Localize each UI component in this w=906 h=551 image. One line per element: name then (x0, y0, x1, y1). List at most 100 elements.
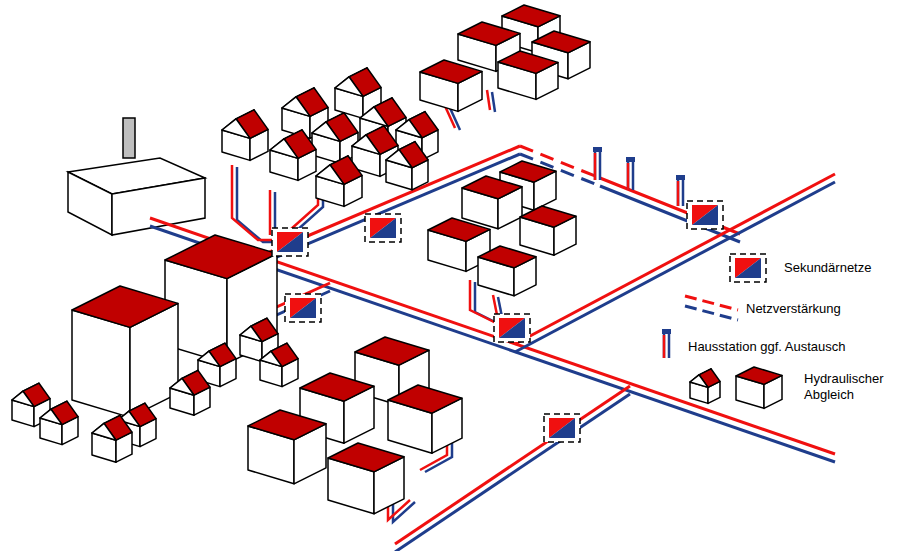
substation-cold (692, 205, 718, 225)
supply-pipe (150, 218, 835, 454)
legend-text: Hausstation ggf. Austausch (688, 339, 898, 355)
house-gable (40, 409, 62, 424)
substation-icon (365, 214, 401, 242)
substation-cold (370, 218, 396, 238)
flat-roof-building (388, 385, 462, 453)
house-roof (328, 443, 404, 472)
substation-icon (285, 294, 321, 322)
substation-frame (365, 214, 401, 242)
substation-icon (544, 414, 580, 442)
house-gable (396, 120, 422, 138)
house-gable (316, 165, 344, 185)
substation-hot (370, 218, 396, 238)
house-roof (388, 385, 462, 413)
substation-hot (277, 232, 303, 252)
gable-house (40, 401, 78, 444)
supply-branch (269, 190, 272, 235)
house-station-return (664, 332, 669, 358)
gable-house (316, 156, 362, 207)
house-gable (312, 122, 340, 142)
supply-pipe (600, 178, 740, 234)
substation-cold (499, 318, 525, 338)
gable-house (92, 415, 132, 462)
house-station-cap (662, 329, 671, 334)
house-gable (198, 351, 220, 366)
substation-hot (735, 258, 761, 278)
house-gable (282, 97, 310, 117)
flat-roof-building (248, 410, 326, 484)
house-station-supply (677, 181, 680, 206)
house-gable (690, 375, 708, 388)
flat-roof-building (328, 443, 404, 514)
house-station-return (628, 160, 633, 190)
house-roof (420, 60, 482, 83)
supply-branch (487, 90, 490, 110)
legend-text: Hydraulischer Abgleich (804, 371, 902, 404)
house-station-supply (594, 153, 597, 180)
gable-house (386, 142, 428, 190)
flat-roof-building (462, 176, 522, 229)
house-roof (498, 51, 558, 73)
house-station-supply (663, 335, 666, 358)
flat-roof-building (72, 286, 178, 417)
substation-cold (549, 418, 575, 438)
legend-text: Sekundärnetze (784, 260, 899, 276)
house-roof (502, 5, 560, 27)
substation-hot (692, 205, 718, 225)
house-front-wall (72, 310, 130, 417)
house-station-cap (593, 147, 602, 152)
house-roof (520, 206, 576, 227)
substation-cold (735, 258, 761, 278)
house-gable (260, 351, 282, 366)
house-roof (72, 286, 178, 327)
gable-house (222, 110, 268, 161)
substation-hot (549, 418, 575, 438)
substation-hot (290, 298, 316, 318)
legend-text: Netzverstärkung (746, 301, 896, 317)
house-roof (532, 31, 590, 53)
house-station-return (678, 178, 683, 206)
house-station-return (595, 150, 600, 180)
house-station-cap (626, 157, 635, 162)
house-gable (360, 107, 388, 127)
flat-roof-building (736, 367, 782, 408)
return-pipe (600, 186, 740, 242)
gable-house (690, 369, 720, 404)
house-gable (222, 119, 250, 139)
gable-house (260, 343, 298, 386)
substation-frame (544, 414, 580, 442)
flat-roof-building (478, 246, 536, 296)
substation-icon (730, 254, 766, 282)
house-roof (165, 235, 277, 279)
plant-wall (68, 172, 112, 235)
house-roof (300, 373, 374, 401)
flat-roof-building (420, 60, 482, 111)
substation-frame (285, 294, 321, 322)
plant-wall (112, 178, 205, 235)
house-gable (352, 135, 380, 155)
substation-frame (730, 254, 766, 282)
substation-icon (272, 228, 308, 256)
substation-cold (290, 298, 316, 318)
gable-house (312, 113, 358, 164)
substation-icon (687, 201, 723, 229)
house-station-cap (676, 175, 685, 180)
house-roof (458, 22, 520, 45)
supply-pipe (515, 174, 835, 344)
house-gable (240, 326, 262, 341)
substation-frame (687, 201, 723, 229)
flat-roof-building (498, 51, 558, 99)
house-gable (335, 77, 363, 97)
house-station-supply (627, 163, 630, 190)
substation-icon (494, 314, 530, 342)
house-roof (500, 161, 556, 182)
flat-roof-building (520, 206, 576, 255)
house-roof (355, 337, 429, 365)
gable-house (270, 130, 316, 181)
house-gable (170, 378, 194, 395)
house-gable (12, 391, 34, 406)
house-roof (462, 176, 522, 199)
house-roof (248, 410, 326, 440)
